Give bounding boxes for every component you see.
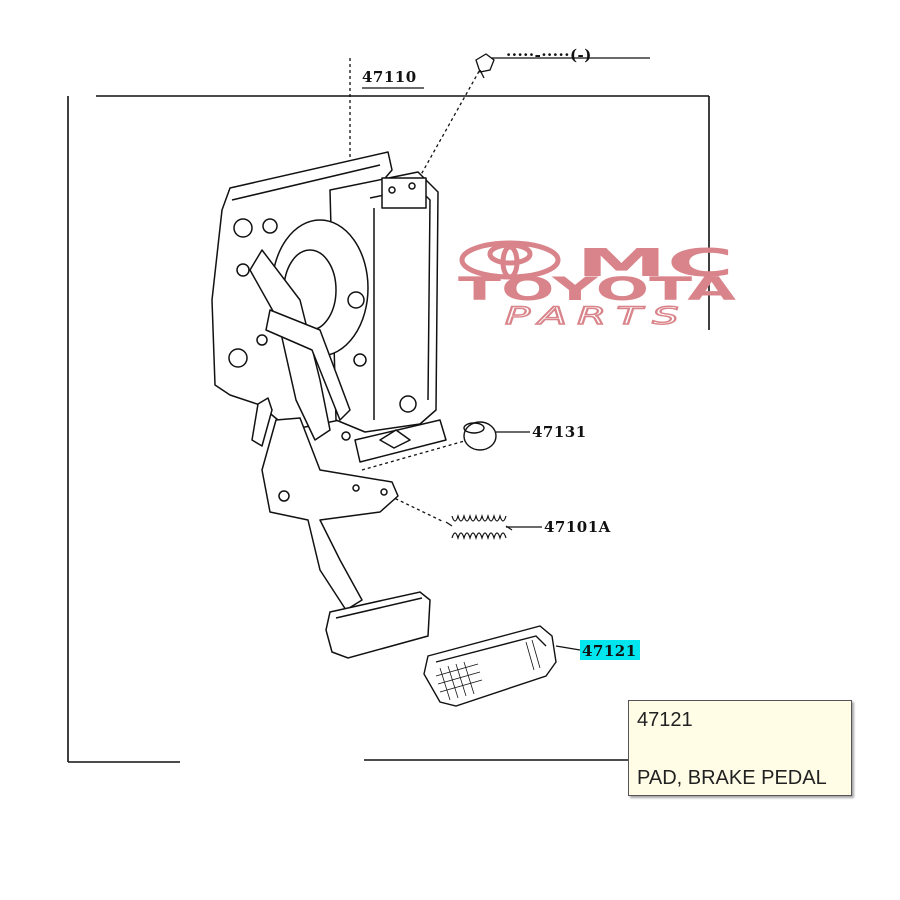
brake-pedal-pad xyxy=(423,625,557,707)
part-label-47101a: 47101A xyxy=(544,518,611,536)
tooltip-description: PAD, BRAKE PEDAL xyxy=(637,767,827,789)
diagram-frame xyxy=(67,95,710,763)
toyota-emblem-icon xyxy=(459,240,561,280)
return-spring xyxy=(445,513,513,541)
tooltip-part-number: 47121 xyxy=(637,709,693,731)
part-label-highlight xyxy=(580,640,640,660)
logo-toyota: TOYOTA xyxy=(458,270,736,308)
brake-pedal-foot xyxy=(325,591,431,659)
logo-mc: MC xyxy=(576,241,734,285)
logo-parts: PARTS xyxy=(505,302,689,330)
part-label-47131: 47131 xyxy=(532,423,587,441)
toyota-logo-watermark: MC TOYOTA PARTS xyxy=(458,240,736,331)
stopper-cushion xyxy=(463,421,497,451)
pedal-bracket-assembly xyxy=(211,151,447,611)
part-tooltip: 47121 PAD, BRAKE PEDAL xyxy=(628,700,852,796)
part-label-47121[interactable]: 47121 xyxy=(582,642,637,660)
part-label-47110: 47110 xyxy=(362,68,417,86)
bolt-icon xyxy=(475,53,495,79)
part-label-top-right: ·····-·····(-) xyxy=(506,46,592,64)
